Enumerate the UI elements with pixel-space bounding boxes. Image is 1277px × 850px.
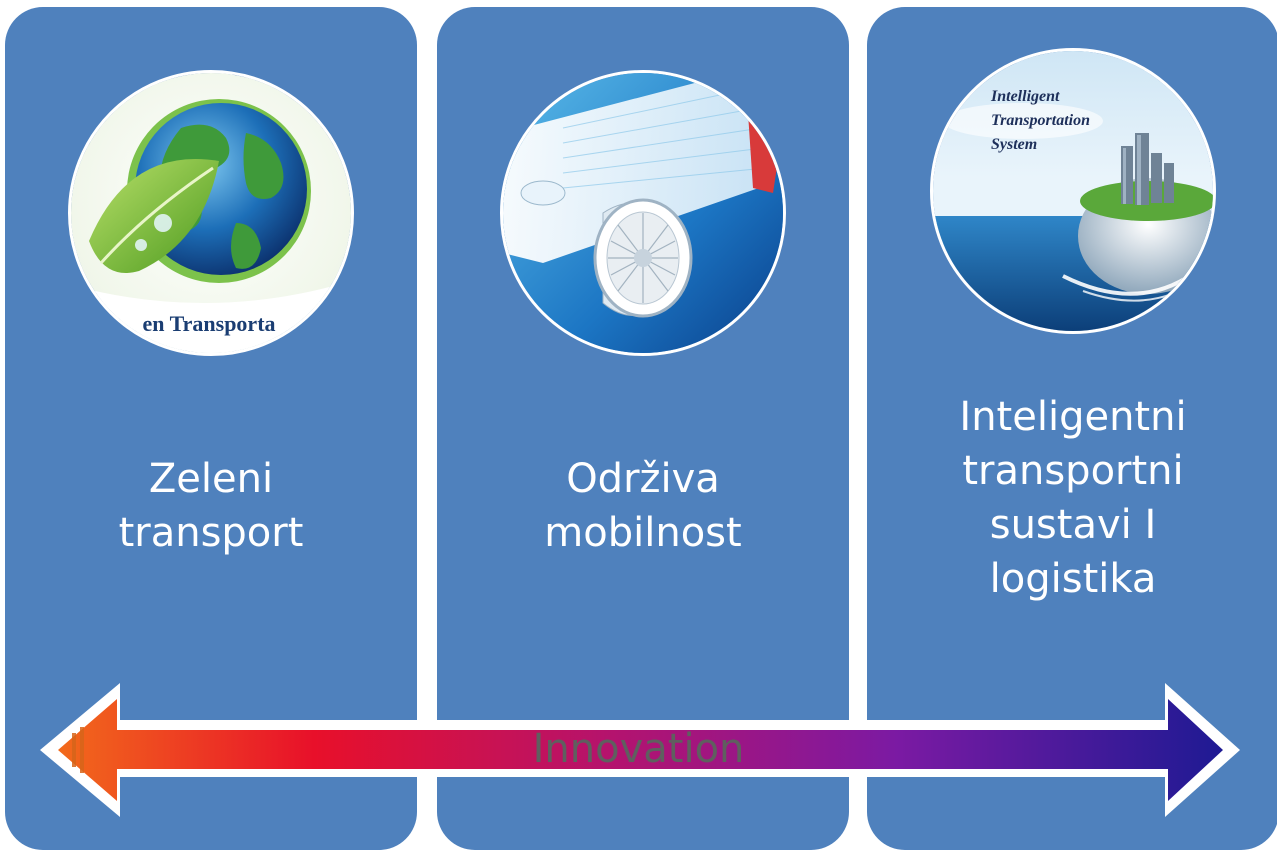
panel-green-transport: en Transporta Zeleni transport [5, 7, 417, 850]
its-caption-line-1: Intelligent [990, 88, 1060, 105]
its-caption-line-3: System [991, 136, 1037, 153]
panel-label-sustainable-mobility: Održiva mobilnost [544, 456, 742, 556]
intelligent-transport-globe-icon: Intelligent Transportation System [930, 48, 1216, 334]
aircraft-wing-icon [500, 70, 786, 356]
panel-label-green-transport: Zeleni transport [118, 456, 304, 556]
innovation-label: Innovation [532, 726, 745, 772]
green-transport-caption: en Transporta [142, 311, 275, 336]
panel-intelligent-transport: Intelligent Transportation System Inteli… [867, 7, 1277, 850]
panel-label-intelligent-transport: Inteligentni transportni sustavi I logis… [959, 394, 1187, 602]
its-caption-line-2: Transportation [991, 112, 1090, 129]
panel-sustainable-mobility: Održiva mobilnost [437, 7, 849, 850]
green-transport-globe-icon: en Transporta [68, 70, 354, 356]
